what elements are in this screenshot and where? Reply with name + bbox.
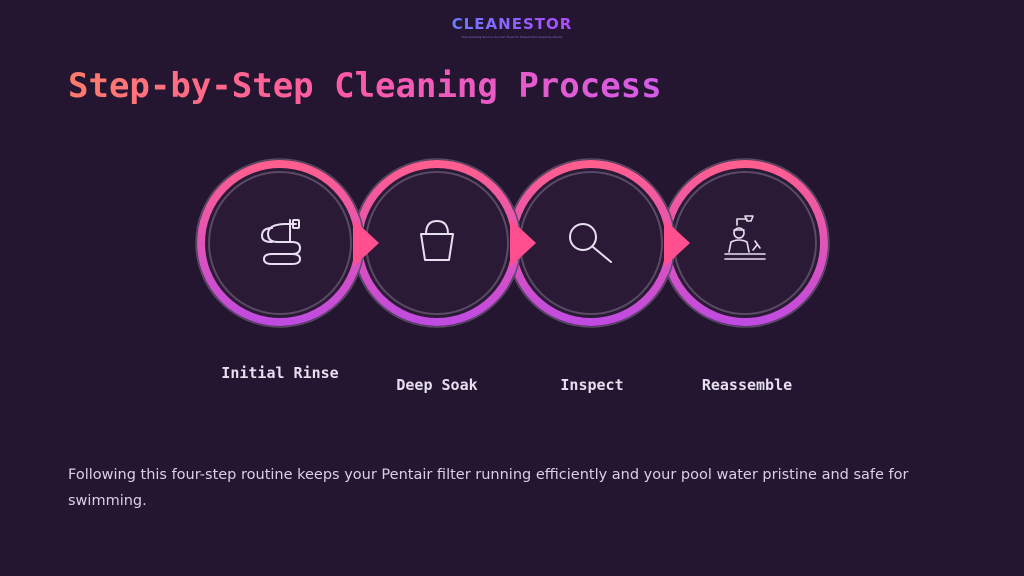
page-title: Step-by-Step Cleaning Process (68, 66, 662, 106)
magnifier-icon (569, 223, 612, 263)
step-label-deep-soak: Deep Soak (396, 376, 478, 394)
brand-tagline: The Cleaning Source You Can Trust For Ex… (461, 35, 563, 39)
technician-icon (724, 215, 766, 260)
hose-icon (260, 219, 302, 265)
step-label-reassemble: Reassemble (701, 376, 793, 394)
step-circle-2 (352, 158, 536, 328)
bucket-icon (420, 220, 454, 261)
arrow-3-icon (664, 219, 690, 267)
arrow-2-icon (510, 219, 536, 267)
description-text: Following this four-step routine keeps y… (68, 467, 909, 509)
brand-logo: CLEANESTOR The Cleaning Source You Can T… (0, 14, 1024, 39)
step-label-inspect: Inspect (560, 376, 624, 394)
brand-name: CLEANESTOR (451, 15, 573, 33)
arrow-1-icon (353, 219, 379, 267)
step-label-initial-rinse: Initial Rinse (221, 364, 339, 382)
